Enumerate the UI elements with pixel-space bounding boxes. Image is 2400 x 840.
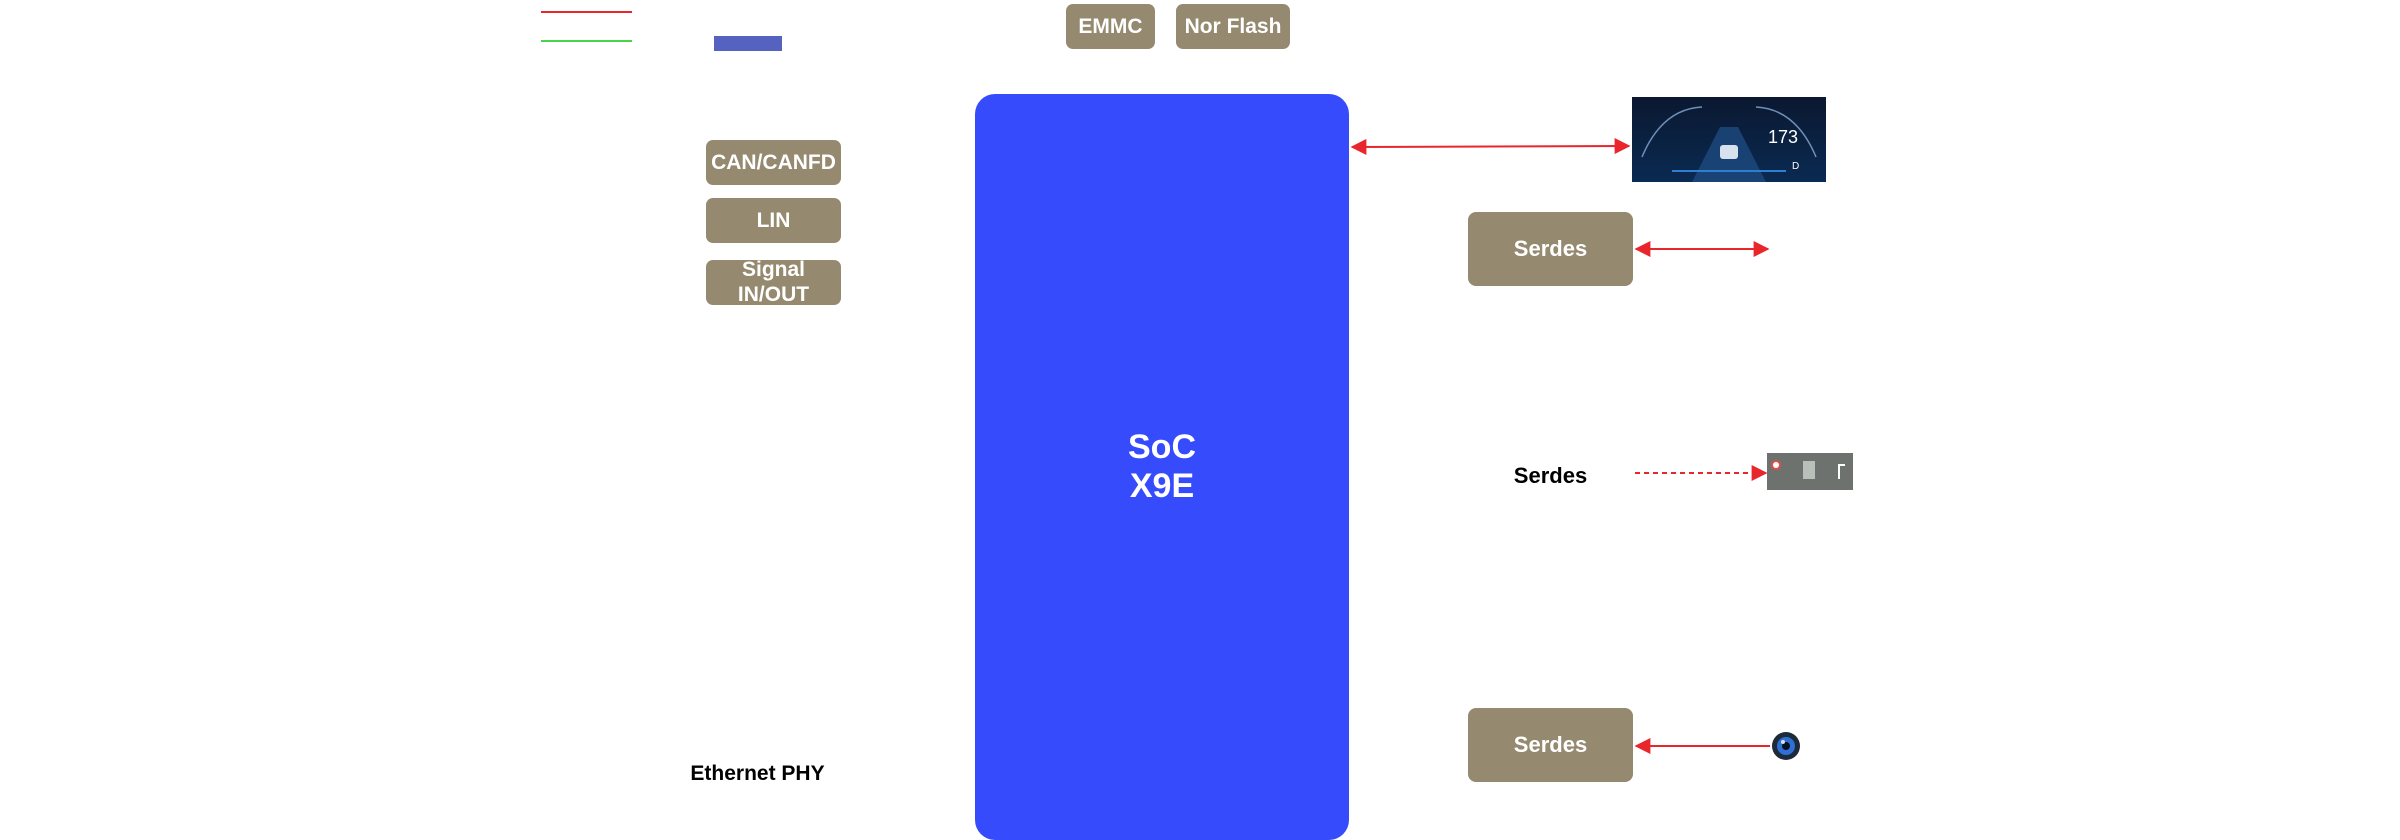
nor-flash-label: Nor Flash	[1184, 14, 1282, 38]
serdes-block-3: Serdes	[1468, 708, 1633, 782]
cluster-gear: D	[1792, 161, 1799, 172]
lin-block: LIN	[706, 198, 841, 243]
hud-display-image	[1767, 453, 1853, 490]
camera-image	[1772, 732, 1800, 760]
serdes-label: Serdes	[1513, 236, 1588, 261]
legend-red-line	[541, 11, 632, 13]
ethernet-phy-label: Ethernet PHY	[660, 756, 855, 792]
lin-label: LIN	[756, 208, 791, 232]
can-label: CAN/CANFD	[711, 150, 836, 174]
soc-to-cluster-arrow	[1350, 138, 1631, 155]
soc-label-line2: X9E	[1129, 467, 1195, 505]
serdes-label: Serdes	[1513, 463, 1588, 488]
signal-io-block: Signal IN/OUT	[706, 258, 841, 306]
signal-label-line1: Signal	[741, 258, 805, 282]
nor-flash-block: Nor Flash	[1176, 4, 1290, 49]
serdes-label: Serdes	[1513, 732, 1588, 757]
legend-blue-box	[714, 36, 782, 51]
serdes-block-1: Serdes	[1468, 212, 1633, 286]
emmc-label: EMMC	[1078, 14, 1143, 38]
ethernet-phy-text: Ethernet PHY	[690, 762, 825, 785]
soc-label-line1: SoC	[1128, 427, 1196, 466]
soc-x9e-block: SoC X9E	[975, 94, 1349, 840]
can-canfd-block: CAN/CANFD	[706, 140, 841, 185]
serdes-block-2: Serdes	[1468, 456, 1633, 496]
legend-green-line	[541, 40, 632, 42]
instrument-cluster-display-image: 173 D	[1632, 97, 1826, 182]
signal-label-line2: IN/OUT	[737, 282, 810, 306]
cluster-speed: 173	[1768, 127, 1798, 147]
emmc-block: EMMC	[1066, 4, 1155, 49]
